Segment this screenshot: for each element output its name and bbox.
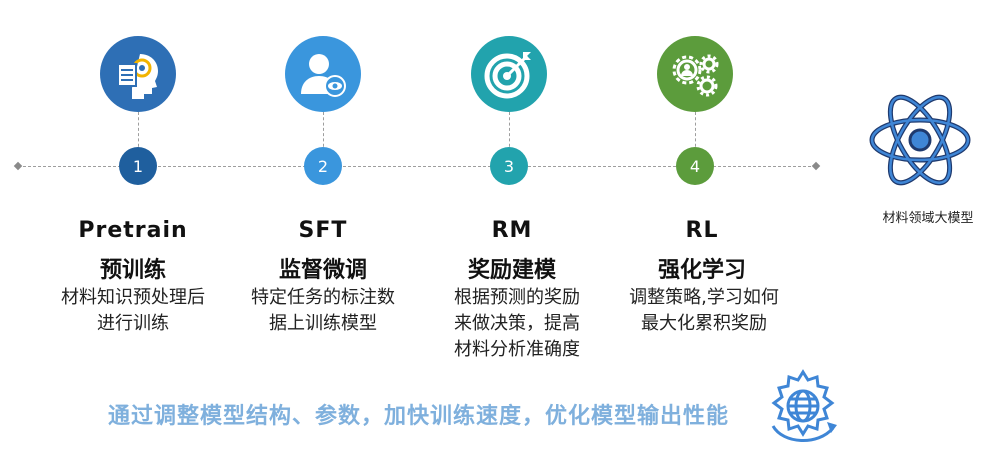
desc-line: 进行训练 xyxy=(97,313,169,334)
stage-4-icon-circle xyxy=(657,36,733,112)
user-eye-icon xyxy=(301,54,346,97)
timeline-end-marker xyxy=(811,161,821,171)
target-arrow-icon xyxy=(484,52,531,99)
stage-1-icon-circle xyxy=(100,36,176,112)
stage-1-title-cn: 预训练 xyxy=(99,258,166,283)
stage-4-title-en: RL xyxy=(685,218,719,243)
domain-label: 材料领域大模型 xyxy=(882,211,974,226)
desc-line: 根据预测的奖励 xyxy=(454,287,580,308)
stage-2-title-cn: 监督微调 xyxy=(278,258,367,283)
timeline-line xyxy=(18,166,816,167)
desc-line: 最大化累积奖励 xyxy=(641,313,767,334)
atom-icon xyxy=(868,80,978,204)
stage-1-title-en: Pretrain xyxy=(78,218,188,243)
desc-line: 特定任务的标注数 xyxy=(251,287,395,308)
stage-3-title-en: RM xyxy=(491,218,533,243)
bottom-summary-text: 通过调整模型结构、参数，加快训练速度，优化模型输出性能 xyxy=(108,404,730,429)
stage-4-desc: 调整策略,学习如何 最大化累积奖励 xyxy=(609,285,799,337)
connector-line xyxy=(138,112,139,152)
gears-user-icon xyxy=(672,54,719,97)
stage-1-number: 1 xyxy=(119,147,157,185)
desc-line: 调整策略,学习如何 xyxy=(629,287,779,308)
connector-line xyxy=(323,112,324,152)
stage-4-title-cn: 强化学习 xyxy=(657,258,746,283)
stage-2-icon-circle xyxy=(285,36,361,112)
desc-line: 材料知识预处理后 xyxy=(61,287,205,308)
stage-3-icon-circle xyxy=(471,36,547,112)
stage-2-number: 2 xyxy=(304,147,342,185)
desc-line: 据上训练模型 xyxy=(269,313,377,334)
head-document-icon xyxy=(117,54,158,99)
stage-3-desc: 根据预测的奖励 来做决策，提高 材料分析准确度 xyxy=(427,285,607,363)
desc-line: 材料分析准确度 xyxy=(454,339,580,360)
connector-line xyxy=(695,112,696,152)
desc-line: 来做决策，提高 xyxy=(454,313,580,334)
stage-3-title-cn: 奖励建模 xyxy=(467,258,556,283)
stage-4-number: 4 xyxy=(676,147,714,185)
stage-2-title-en: SFT xyxy=(298,218,348,243)
connector-line xyxy=(509,112,510,152)
globe-gear-icon xyxy=(763,366,843,450)
stage-2-desc: 特定任务的标注数 据上训练模型 xyxy=(233,285,413,337)
stage-3-number: 3 xyxy=(490,147,528,185)
stage-1-desc: 材料知识预处理后 进行训练 xyxy=(43,285,223,337)
timeline-start-marker xyxy=(13,161,23,171)
